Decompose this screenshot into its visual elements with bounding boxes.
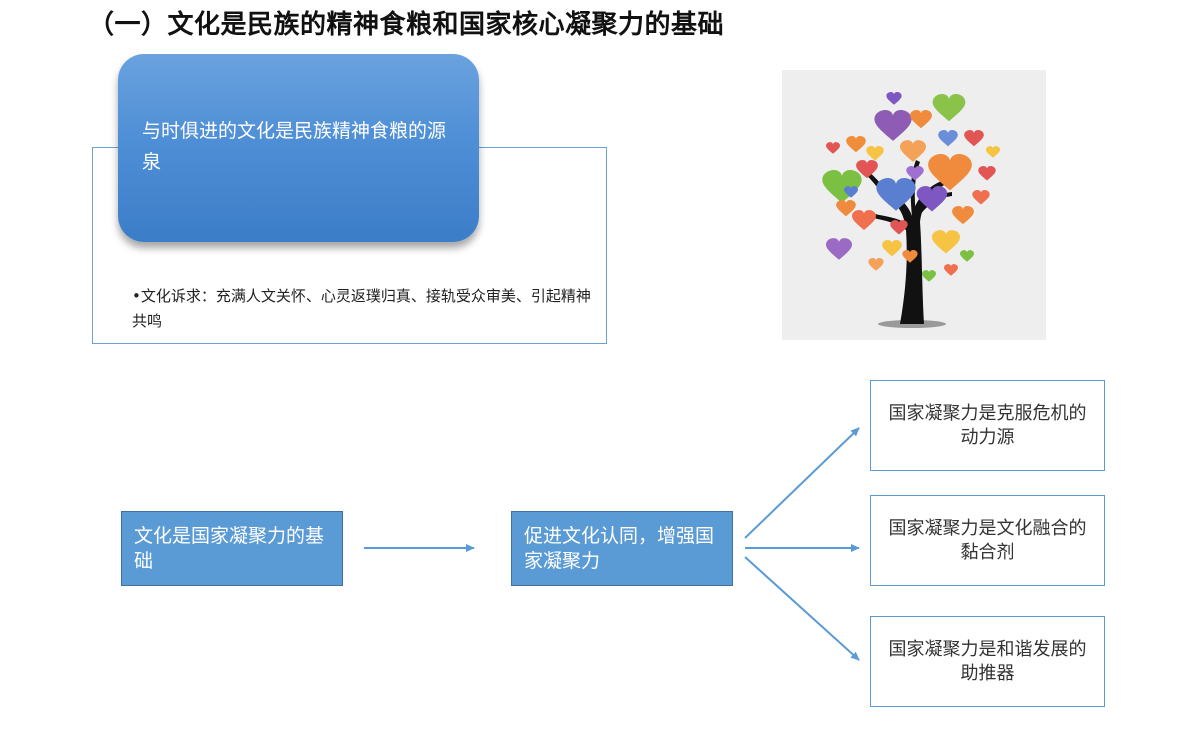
output-box-fusion: 国家凝聚力是文化融合的黏合剂 bbox=[870, 495, 1105, 586]
heart-tree-icon bbox=[822, 92, 1000, 328]
arrow-middle-to-crisis bbox=[744, 427, 860, 539]
output-text-fusion: 国家凝聚力是文化融合的黏合剂 bbox=[888, 517, 1087, 563]
output-box-crisis: 国家凝聚力是克服危机的动力源 bbox=[870, 380, 1105, 471]
callout-box: 与时俱进的文化是民族精神食粮的源泉 bbox=[118, 54, 479, 242]
page-title: （一）文化是民族的精神食粮和国家核心凝聚力的基础 bbox=[88, 10, 725, 40]
arrow-middle-to-harmony bbox=[744, 556, 860, 661]
output-text-crisis: 国家凝聚力是克服危机的动力源 bbox=[888, 402, 1087, 448]
flow-source-text: 文化是国家凝聚力的基础 bbox=[134, 525, 325, 572]
output-text-harmony: 国家凝聚力是和谐发展的助推器 bbox=[888, 638, 1087, 684]
bullet-point: •文化诉求：充满人文关怀、心灵返璞归真、接轨受众审美、引起精神共鸣 bbox=[132, 287, 591, 330]
heart-tree-illustration bbox=[782, 70, 1046, 340]
flow-middle-box: 促进文化认同，增强国家凝聚力 bbox=[511, 511, 733, 586]
flow-source-box: 文化是国家凝聚力的基础 bbox=[121, 511, 343, 586]
callout-text: 与时俱进的文化是民族精神食粮的源泉 bbox=[142, 120, 447, 173]
flow-middle-text: 促进文化认同，增强国家凝聚力 bbox=[524, 525, 715, 572]
output-box-harmony: 国家凝聚力是和谐发展的助推器 bbox=[870, 616, 1105, 707]
